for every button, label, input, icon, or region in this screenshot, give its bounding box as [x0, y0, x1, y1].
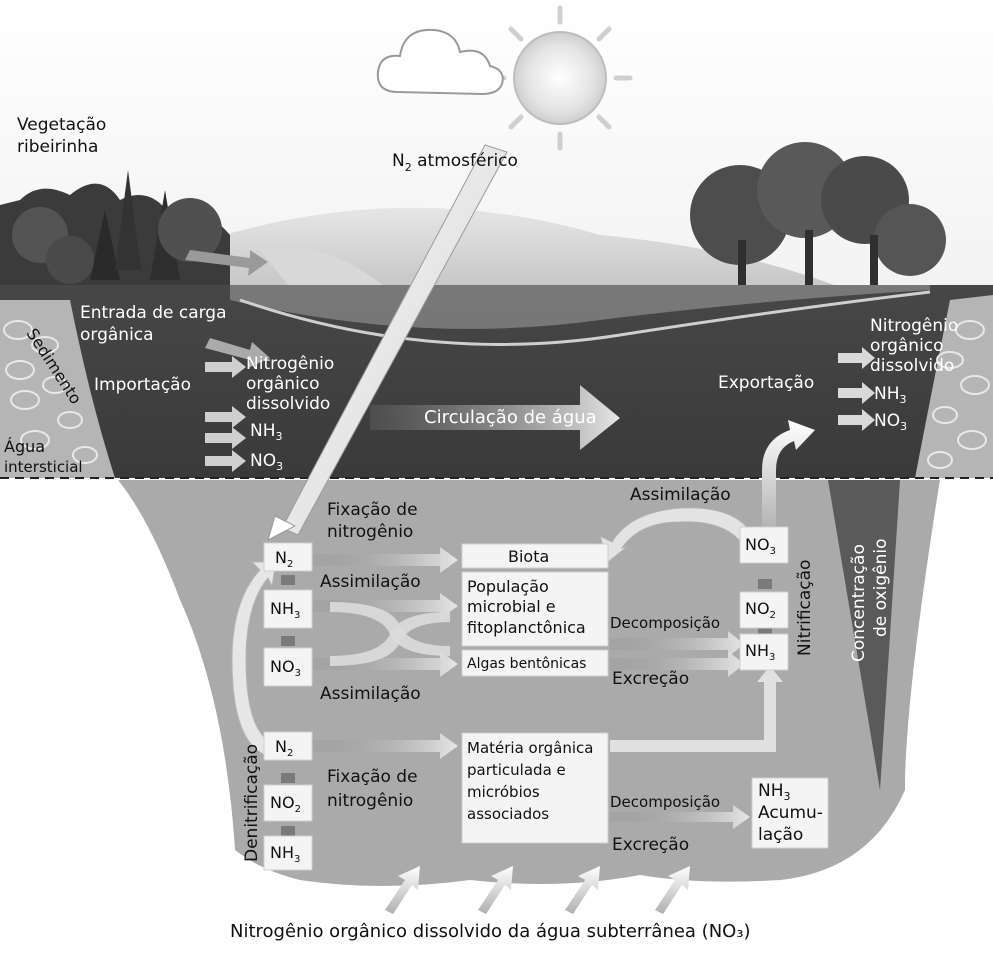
assimilacao-top-label: Assimilação [630, 485, 731, 505]
basin-left-edge [0, 480, 235, 850]
particulate-to-nh3-arrow [610, 666, 783, 752]
labels-dark-text: Vegetação ribeirinha N2 atmosférico [17, 115, 518, 174]
concentracao-line1: Concentração [849, 544, 869, 662]
decomposition-arrow-lower [610, 805, 750, 829]
assimilation-arrow-nh3 [313, 593, 458, 619]
no3-out-label: NO3 [874, 411, 907, 433]
fixation-arrow-lower [313, 733, 458, 759]
hyporheic-basin [0, 480, 993, 886]
species-connectors [281, 575, 772, 836]
species-nh3-upper: NH3 [270, 599, 300, 621]
agua-line2: intersticial [4, 458, 83, 476]
nog-out-line3: dissolvido [870, 356, 954, 376]
agua-line1: Água [4, 437, 45, 456]
denitrificacao-label: Denitrificação [242, 744, 262, 862]
sediment-gravel-right [915, 295, 993, 478]
algas-label: Algas bentônicas [467, 656, 586, 672]
entrada-line1: Entrada de carga [80, 303, 227, 323]
acumulacao-line1: NH3 [758, 781, 791, 803]
species-no3-upper: NO3 [270, 657, 301, 679]
species-nh3-lower: NH3 [270, 843, 300, 865]
fixacao1-line2: nitrogênio [327, 522, 413, 542]
basin-right-edge [905, 480, 993, 790]
export-arrows [838, 347, 875, 431]
fixacao2-line1: Fixação de [327, 767, 418, 787]
assimilation-cross-arrow-a [330, 602, 450, 656]
nog-in-line3: dissolvido [246, 394, 330, 414]
oxygen-gradient-wedge [828, 480, 900, 790]
circulacao-label: Circulação de água [424, 407, 597, 428]
decomposicao1-label: Decomposição [610, 614, 720, 632]
exportacao-label: Exportação [718, 373, 814, 393]
water-circulation-arrow [370, 385, 620, 450]
materia-line4: associados [467, 805, 549, 823]
n2-beam-arrow [281, 144, 508, 536]
populacao-line3: fitoplanctônica [467, 618, 586, 637]
sun-icon [487, 5, 633, 151]
populacao-line2: microbial e [467, 597, 556, 616]
import-arrows [185, 250, 270, 472]
fixation-arrow-upper [313, 547, 458, 573]
entrada-line2: orgânica [80, 325, 154, 345]
nitrification-export-arrow [762, 420, 815, 532]
fixacao1-line1: Fixação de [327, 500, 418, 520]
nog-in-line2: orgânico [246, 374, 320, 394]
groundwater-arrows [385, 866, 690, 914]
nog-out-line1: Nitrogênio [870, 316, 958, 336]
concentracao-line2: de oxigênio [871, 539, 891, 637]
species-nh3-right: NH3 [745, 641, 775, 663]
nog-out-line2: orgânico [870, 336, 944, 356]
species-no2-lower: NO2 [270, 793, 301, 815]
assimilacao-mid-label: Assimilação [320, 572, 421, 592]
biota-label: Biota [508, 547, 549, 566]
assimilation-cross-arrow-b [330, 612, 450, 666]
nh3-in-label: NH3 [250, 421, 283, 443]
decomposicao2-label: Decomposição [610, 793, 720, 811]
vegetacao-line2: ribeirinha [17, 137, 98, 157]
acumulacao-line3: lação [758, 825, 803, 845]
materia-line2: particulada e [467, 761, 566, 779]
riparian-trees-right [690, 142, 946, 290]
rotated-labels: Nitrificação Concentração de oxigênio De… [242, 539, 891, 862]
fixacao2-line2: nitrogênio [327, 791, 413, 811]
cloud-icon [376, 28, 504, 96]
excrecao2-label: Excreção [612, 835, 689, 855]
shoreline [239, 290, 931, 346]
groundwater-caption: Nitrogênio orgânico dissolvido da água s… [230, 921, 751, 942]
assimilation-arrow-no3 [313, 651, 458, 677]
nitrificacao-label: Nitrificação [795, 560, 815, 656]
nog-in-line1: Nitrogênio [246, 354, 334, 374]
nh3-out-label: NH3 [874, 384, 907, 406]
no3-in-label: NO3 [250, 451, 283, 473]
excretion-arrow-upper [610, 651, 744, 677]
populacao-line1: População [467, 577, 549, 596]
n2-beam-arrowhead [267, 515, 297, 541]
materia-line3: micróbios [467, 783, 540, 801]
species-labels: N2 NH3 NO3 N2 NO2 NH3 NO3 NO2 NH3 [270, 535, 776, 865]
labels-lower-text: Assimilação Fixação de nitrogênio Assimi… [320, 485, 823, 855]
species-n2-lower: N2 [275, 737, 293, 759]
sediment-gravel-left [0, 300, 115, 478]
n2-atmospheric-label: N2 atmosférico [392, 151, 518, 174]
materia-line1: Matéria orgânica [467, 739, 593, 757]
vegetacao-line1: Vegetação [17, 115, 106, 135]
decomposition-arrow-upper [610, 631, 744, 657]
biota-boxes [263, 526, 829, 871]
species-no2-right: NO2 [745, 599, 776, 621]
assimilacao-low-label: Assimilação [320, 684, 421, 704]
excrecao1-label: Excreção [612, 669, 689, 689]
importacao-label: Importação [94, 375, 191, 395]
labels-water-text: Entrada de carga orgânica Importação Nit… [80, 303, 958, 473]
acumulacao-line2: Acumu- [758, 803, 823, 823]
riparian-trees-left [0, 170, 230, 300]
species-no3-right: NO3 [745, 535, 776, 557]
river-water [0, 285, 993, 478]
species-n2-upper: N2 [275, 548, 293, 570]
